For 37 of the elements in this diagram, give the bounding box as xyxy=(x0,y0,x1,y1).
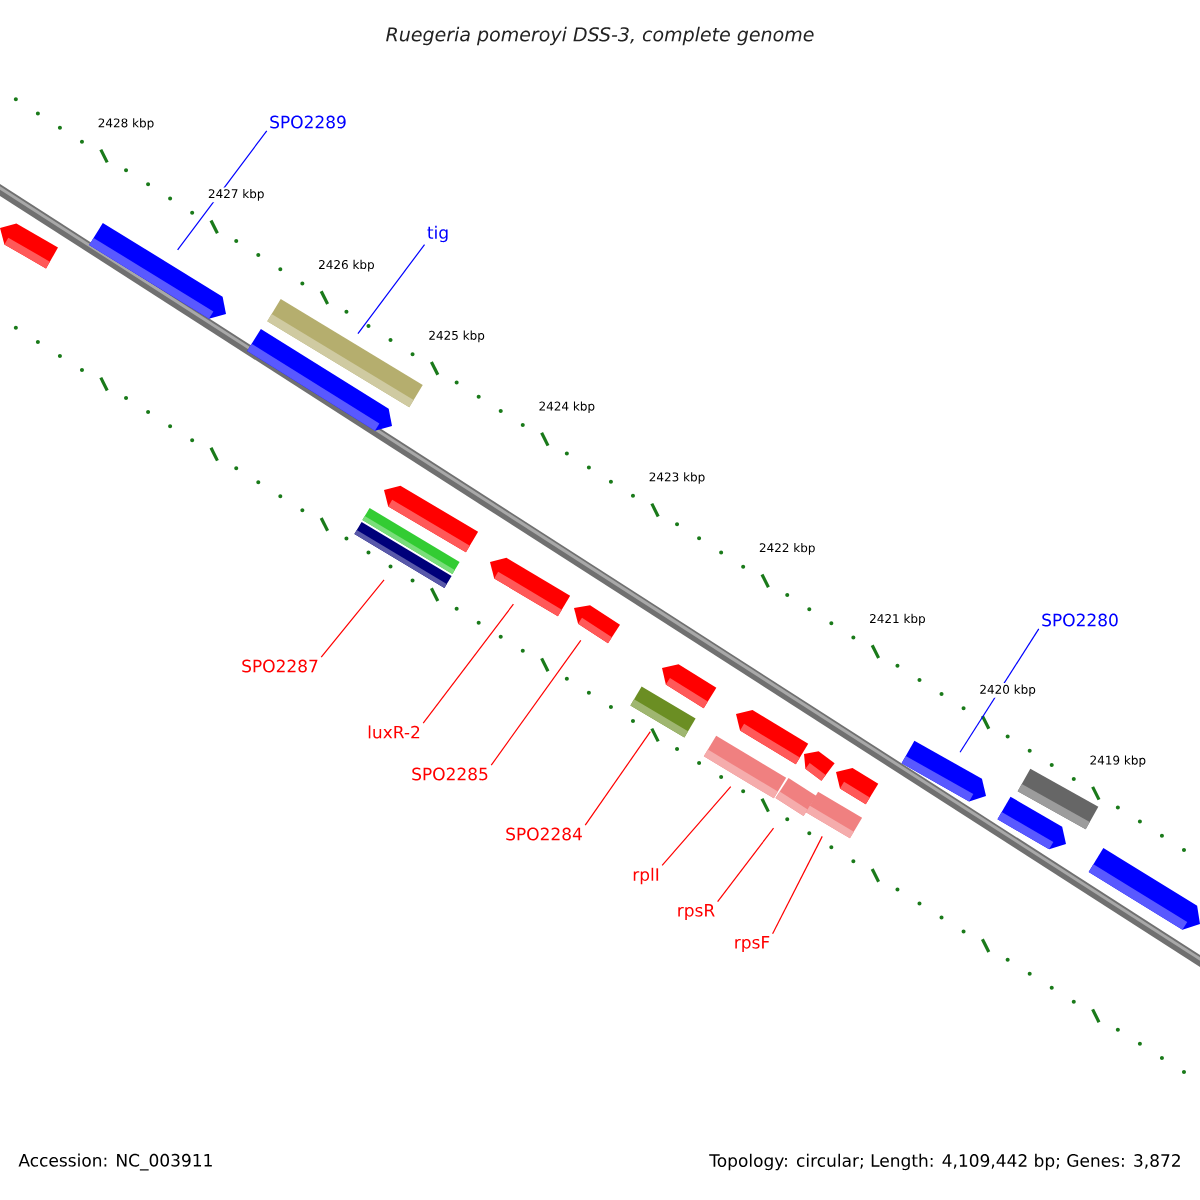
genome-info-text: Topology: circular; Length: 4,109,442 bp; Genes: 3,872 xyxy=(709,1153,1180,1171)
gene-block xyxy=(805,791,863,839)
gene-label: luxR-2 xyxy=(368,725,420,739)
gene-block xyxy=(247,328,392,431)
gene-label: SPO2285 xyxy=(412,767,488,781)
gene-label: rpsF xyxy=(735,936,770,952)
title: Ruegeria pomeroyi DSS-3, complete genome xyxy=(386,26,814,46)
leader-line xyxy=(422,603,514,724)
gene-block xyxy=(901,740,986,802)
leader-line xyxy=(584,731,651,826)
leader-line xyxy=(959,628,1040,753)
gene-block xyxy=(490,557,571,617)
leader-line xyxy=(717,827,775,903)
gene-label: SPO2280 xyxy=(1042,613,1118,627)
gene-block xyxy=(89,222,226,319)
gene-block xyxy=(574,605,620,644)
gene-label: SPO2289 xyxy=(270,115,346,129)
gene-block xyxy=(362,508,460,574)
gene-block xyxy=(0,223,58,269)
leader-line xyxy=(490,639,582,766)
gene-label: tig xyxy=(427,225,448,243)
gene-block xyxy=(1088,848,1200,930)
gene-block xyxy=(836,768,879,805)
gene-block xyxy=(736,709,809,765)
gene-label: rplI xyxy=(633,867,659,885)
accession-text: Accession: NC_003911 xyxy=(18,1153,212,1171)
leader-line xyxy=(772,835,823,935)
gene-label: SPO2284 xyxy=(506,827,582,841)
gene-block xyxy=(804,751,835,781)
gene-label: rpsR xyxy=(678,904,715,920)
leader-line xyxy=(320,579,385,658)
gene-block xyxy=(662,664,717,709)
leader-line xyxy=(357,244,426,335)
gene-block xyxy=(997,796,1066,850)
leader-line xyxy=(661,786,732,866)
leader-line xyxy=(177,130,268,251)
gene-label: SPO2287 xyxy=(242,659,318,673)
